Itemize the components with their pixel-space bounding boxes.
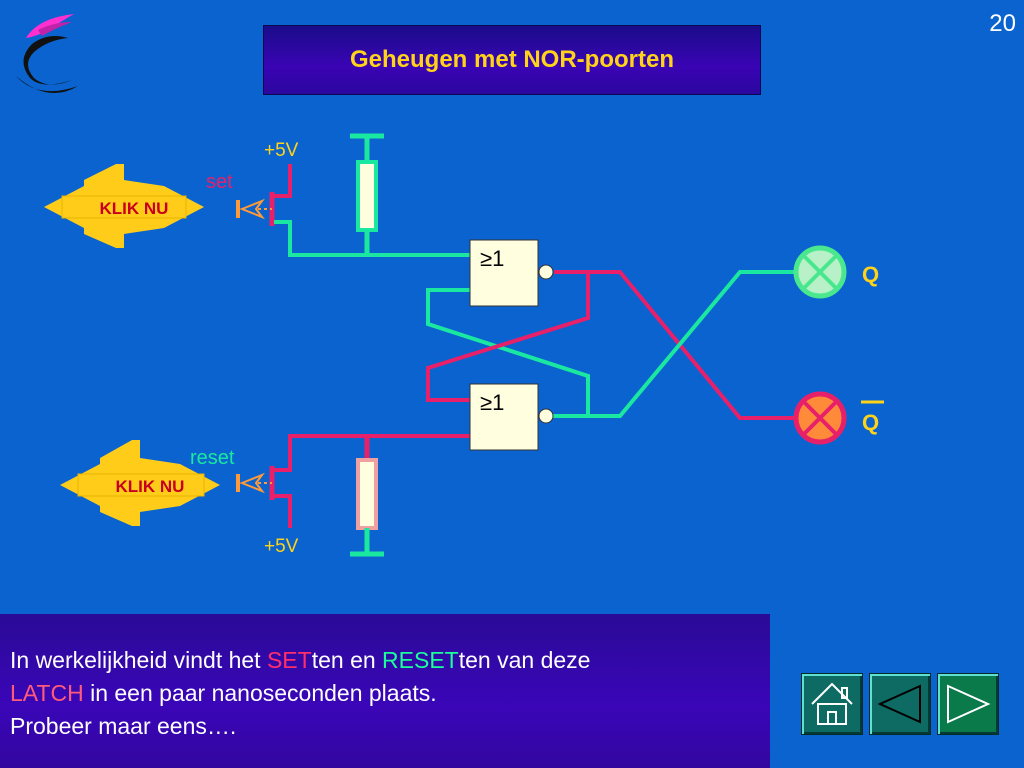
- home-button[interactable]: [802, 674, 862, 734]
- set-button-label: KLIK NU: [100, 199, 169, 218]
- supply-bottom-label: +5V: [264, 536, 299, 557]
- triangle-left-icon: [877, 684, 921, 724]
- info-part2: ten en: [311, 647, 383, 673]
- reset-switch: [236, 434, 470, 528]
- nor-latch-diagram: ≥1 ≥1 +5V +5V set reset Q Q KLIK NU KLIK…: [44, 133, 884, 557]
- lamp-q: [793, 245, 847, 299]
- info-part1: In werkelijkheid vindt het: [10, 647, 267, 673]
- gate-bottom-label: ≥1: [480, 390, 504, 415]
- triangle-right-icon: [947, 684, 991, 724]
- reset-button-label: KLIK NU: [116, 477, 185, 496]
- output-q-label: Q: [862, 262, 879, 287]
- nor-gate-top: ≥1: [469, 239, 554, 307]
- gate-top-label: ≥1: [480, 246, 504, 271]
- nor-gate-bottom: ≥1: [469, 383, 554, 451]
- info-reset-word: RESET: [382, 647, 459, 673]
- info-part4: in een paar nanoseconden plaats.: [83, 680, 437, 706]
- title-box: Geheugen met NOR-poorten: [264, 26, 760, 94]
- feedback-wires: [426, 270, 796, 420]
- output-q-bar-label: Q: [862, 410, 879, 435]
- info-set-word: SET: [266, 647, 312, 673]
- top-resistor: [350, 133, 384, 255]
- slide-number: 20: [989, 10, 1016, 37]
- bottom-resistor: [350, 436, 384, 557]
- logo-icon: [16, 14, 78, 94]
- set-button[interactable]: KLIK NU: [44, 164, 204, 248]
- home-icon: [811, 682, 853, 725]
- info-box: [0, 614, 770, 768]
- set-switch: [236, 164, 470, 257]
- info-part3: ten van deze: [458, 647, 591, 673]
- info-latch-word: LATCH: [10, 680, 84, 706]
- lamp-q-bar: [793, 391, 847, 445]
- previous-button[interactable]: [870, 674, 930, 734]
- next-button[interactable]: [938, 674, 998, 734]
- info-line3: Probeer maar eens….: [10, 713, 237, 739]
- info-text: In werkelijkheid vindt het SETten en RES…: [10, 644, 760, 743]
- supply-top-label: +5V: [264, 140, 299, 161]
- set-label: set: [206, 171, 233, 193]
- reset-button[interactable]: KLIK NU: [60, 440, 220, 526]
- reset-label: reset: [190, 447, 235, 469]
- page-title: Geheugen met NOR-poorten: [349, 46, 674, 73]
